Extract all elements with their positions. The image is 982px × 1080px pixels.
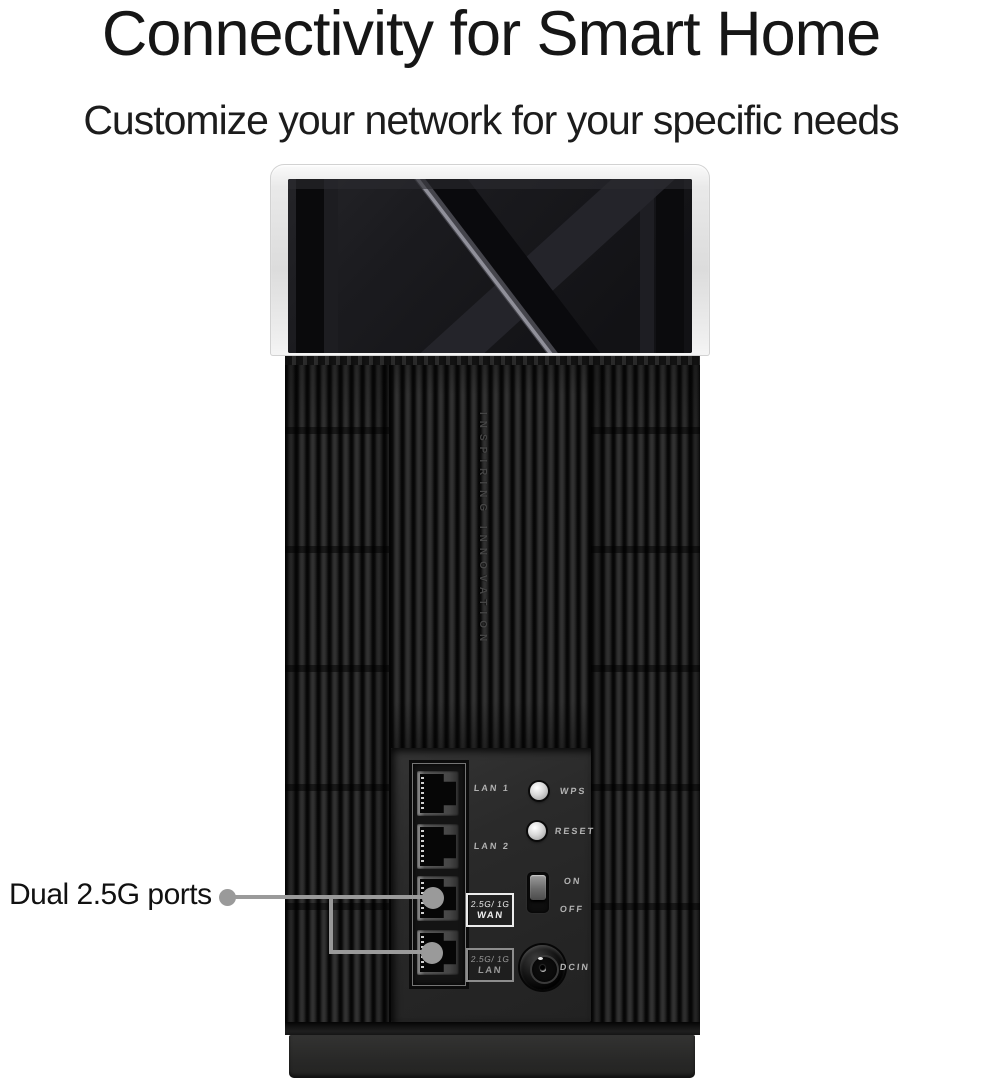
- rj45-jack: [420, 827, 456, 866]
- power-switch: [527, 872, 549, 913]
- lan2-port: [417, 824, 459, 869]
- vent-fins-left: [285, 356, 389, 1022]
- switch-on-label: ON: [563, 876, 583, 886]
- switch-off-label: OFF: [559, 904, 585, 914]
- antenna-x-shape: [288, 179, 692, 353]
- lan1-label: LAN 1: [473, 783, 511, 793]
- page-subtitle: Customize your network for your specific…: [83, 97, 899, 143]
- panel-seam-left: [389, 356, 391, 1022]
- dc-jack-glint: [538, 957, 543, 960]
- wan-badge-name: WAN: [476, 910, 504, 921]
- wps-button: [530, 782, 548, 800]
- lan2-label: LAN 2: [473, 841, 511, 851]
- port-pins: [421, 830, 424, 863]
- lan-badge-name: LAN: [477, 965, 503, 976]
- vent-fins-right: [591, 356, 700, 1022]
- callout-line-branch: [329, 950, 432, 954]
- wan-badge-speed: 2.5G/ 1G: [470, 899, 510, 909]
- vent-fins-center: [391, 356, 589, 748]
- reset-label: RESET: [554, 826, 596, 836]
- port-pins: [421, 777, 424, 810]
- router-body: [285, 356, 700, 1022]
- callout-line-drop: [329, 897, 333, 954]
- engraving-text: INSPIRING INNOVATION: [477, 412, 488, 648]
- reset-button: [528, 822, 546, 840]
- power-switch-knob: [530, 875, 546, 900]
- dc-jack-pin: [540, 965, 545, 970]
- lan-port-badge: 2.5G/ 1G LAN: [466, 948, 514, 982]
- callout-dot-wan-port: [422, 887, 444, 909]
- lan1-port: [417, 771, 459, 816]
- wan-port-badge: 2.5G/ 1G WAN: [466, 893, 514, 927]
- callout-line: [235, 895, 433, 899]
- dcin-label: DCIN: [559, 962, 591, 972]
- wps-label: WPS: [559, 786, 588, 796]
- callout-label: Dual 2.5G ports: [9, 878, 212, 911]
- router-antenna-cover: [270, 164, 710, 356]
- lan-badge-speed: 2.5G/ 1G: [470, 954, 510, 964]
- body-bottom-rim: [285, 1022, 700, 1035]
- fin-caps: [285, 356, 700, 365]
- callout-dot-label-end: [219, 889, 236, 906]
- rj45-jack: [420, 774, 456, 813]
- dc-power-jack: [520, 945, 565, 990]
- panel-seam-right: [589, 356, 591, 1022]
- callout-dot-lan-port: [421, 942, 443, 964]
- base-pedestal: [289, 1035, 695, 1078]
- page-title: Connectivity for Smart Home: [101, 0, 881, 69]
- antenna-window: [288, 179, 692, 353]
